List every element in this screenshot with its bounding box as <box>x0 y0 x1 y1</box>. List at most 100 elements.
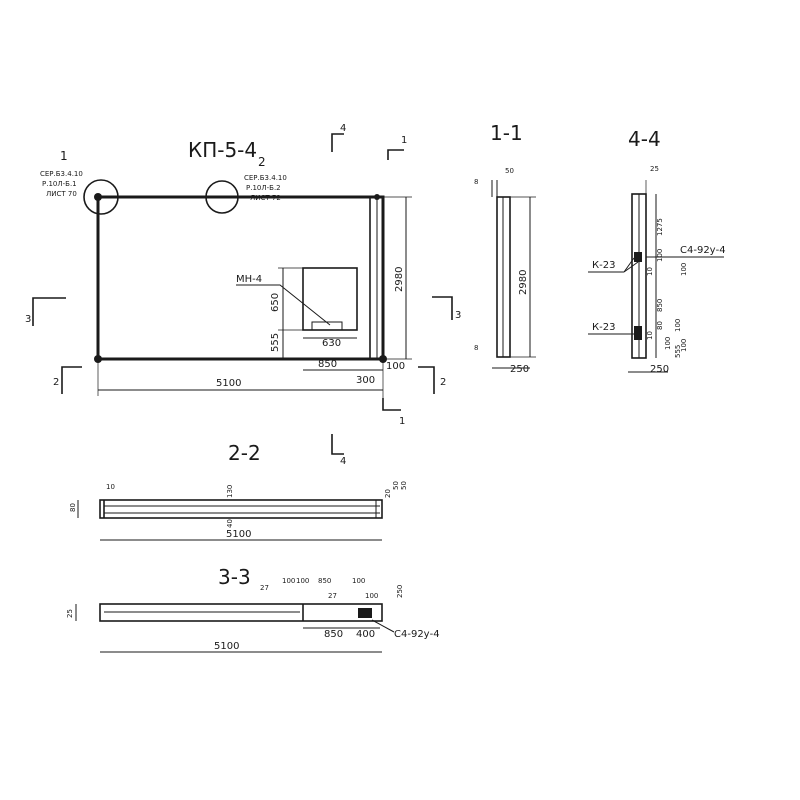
callout-1-ref-3: ЛИСТ 70 <box>46 190 77 198</box>
section-2-2-dim-left-side: 80 <box>69 503 77 512</box>
dim-300: 300 <box>356 375 375 386</box>
section-mark-3-right-num: 3 <box>455 310 461 321</box>
callout-2-circle <box>205 180 239 214</box>
section-mark-2-right <box>418 366 435 394</box>
section-3-3-dim-right: 250 <box>396 585 404 598</box>
section-4-4-dim-100a: 100 <box>656 249 664 262</box>
section-mark-4-bottom <box>331 434 344 455</box>
dim-2980: 2980 <box>394 267 405 292</box>
section-mark-1-bottom <box>382 398 401 411</box>
section-4-4-label-k23-bottom: К-23 <box>592 322 615 333</box>
section-3-3-body <box>99 603 383 622</box>
section-3-3-label-c4: С4-92у-4 <box>394 629 440 640</box>
section-4-4-dim-100d: 100 <box>664 337 672 350</box>
dim-630: 630 <box>322 338 341 349</box>
section-mark-3-left-num: 3 <box>25 314 31 325</box>
section-2-2-dim-mid-bottom: 40 <box>226 519 234 528</box>
corner-node-tl <box>94 193 102 201</box>
section-mark-3-right <box>432 296 453 320</box>
section-2-2-dim-right-c: 50 <box>400 481 408 490</box>
main-view-title: КП-5-4 <box>188 138 257 162</box>
section-4-4-dim-1275: 1275 <box>656 218 664 236</box>
section-2-2-dim-right-a: 20 <box>384 489 392 498</box>
section-2-2: 2-2 10 80 130 40 20 50 50 5100 <box>69 441 408 541</box>
section-4-4-dim-10a: 10 <box>646 267 654 276</box>
section-3-3-dim-850-top: 850 <box>318 577 331 585</box>
section-4-4-dim-width: 250 <box>650 364 669 375</box>
corner-node-tr <box>374 194 380 200</box>
section-3-3-dim-27b: 27 <box>328 592 337 600</box>
section-1-1-dim-bottom-small: 8 <box>474 344 478 352</box>
section-3-3-dim-400: 400 <box>356 629 375 640</box>
section-1-1-dim-top-small: 8 <box>474 178 478 186</box>
section-4-4-leader-k23-top-b <box>623 261 639 273</box>
section-4-4-leader-k23-top-a <box>623 257 635 273</box>
section-1-1-dim-top: 50 <box>505 167 514 175</box>
section-4-4-dim-10b: 10 <box>646 331 654 340</box>
section-3-3-dim-850: 850 <box>324 629 343 640</box>
section-2-2-body <box>99 499 383 519</box>
section-3-3-dim-length: 5100 <box>214 641 239 652</box>
section-mark-1-bottom-num: 1 <box>399 416 405 427</box>
panel-outline <box>96 195 385 361</box>
section-mark-4-top-num: 4 <box>340 123 346 134</box>
main-plan-view: КП-5-4 1 СЕР.Б3.4.10 Р.10Л-Б.1 ЛИСТ 70 2… <box>25 123 461 467</box>
section-3-3-dim-100d: 100 <box>365 592 378 600</box>
section-4-4-dim-850: 850 <box>656 299 664 312</box>
section-3-3-dim-100a: 100 <box>282 577 295 585</box>
section-4-4-dim-100e: 100 <box>680 339 688 352</box>
callout-2-ref-3: ЛИСТ 72 <box>250 194 281 202</box>
callout-1-circle <box>83 179 119 215</box>
section-4-4-dim-top: 25 <box>650 165 659 173</box>
section-4-4-label-k23-top: К-23 <box>592 260 615 271</box>
section-4-4-label-c4: С4-92у-4 <box>680 245 726 256</box>
section-3-3-insert <box>358 608 372 618</box>
section-3-3-leader-c4 <box>371 619 395 633</box>
section-mark-3-left <box>32 297 66 326</box>
embedded-plate <box>302 267 358 331</box>
section-3-3-dim-100c: 100 <box>352 577 365 585</box>
section-mark-2-left <box>61 366 82 394</box>
section-mark-4-bottom-num: 4 <box>340 456 346 467</box>
section-2-2-dim-right-b: 50 <box>392 481 400 490</box>
section-4-4-insert-bottom <box>634 326 642 340</box>
section-4-4-dim-555: 555 <box>674 345 682 358</box>
dim-100: 100 <box>386 361 405 372</box>
section-3-3: 3-3 25 27 100 100 850 100 27 100 250 850… <box>66 565 440 653</box>
section-1-1-title: 1-1 <box>490 121 523 145</box>
section-4-4-insert-top <box>634 252 642 262</box>
dim-5100: 5100 <box>216 378 241 389</box>
section-mark-1-top <box>387 149 404 160</box>
section-4-4-dim-100b: 100 <box>680 263 688 276</box>
section-3-3-dim-100b: 100 <box>296 577 309 585</box>
callout-2-ref-2: Р.10Л-Б.2 <box>246 184 281 192</box>
dim-555: 555 <box>270 333 281 352</box>
section-2-2-dim-mid-top: 130 <box>226 485 234 498</box>
section-2-2-dim-length: 5100 <box>226 529 251 540</box>
callout-2-ref-1: СЕР.Б3.4.10 <box>244 174 287 182</box>
section-3-3-dim-27a: 27 <box>260 584 269 592</box>
section-4-4-title: 4-4 <box>628 127 661 151</box>
section-mark-2-left-num: 2 <box>53 377 59 388</box>
section-1-1-dim-width: 250 <box>510 364 529 375</box>
section-4-4: 4-4 25 1275 100 100 10 850 100 10 80 100… <box>588 127 726 375</box>
section-1-1-dim-height: 2980 <box>518 270 529 295</box>
callout-1-ref-2: Р.10Л-Б.1 <box>42 180 77 188</box>
callout-1-number: 1 <box>60 149 68 163</box>
section-2-2-dim-left-top: 10 <box>106 483 115 491</box>
dim-650: 650 <box>270 293 281 312</box>
callout-2-number: 2 <box>258 155 266 169</box>
dim-850: 850 <box>318 359 337 370</box>
section-mark-1-top-num: 1 <box>401 135 407 146</box>
section-mark-2-right-num: 2 <box>440 377 446 388</box>
section-1-1: 1-1 8 50 2980 8 250 <box>474 121 536 375</box>
section-4-4-dim-80: 80 <box>656 321 664 330</box>
embedded-leader <box>236 284 331 326</box>
section-3-3-title: 3-3 <box>218 565 251 589</box>
section-4-4-dim-100c: 100 <box>674 319 682 332</box>
section-3-3-dim-side: 25 <box>66 609 74 618</box>
callout-1-ref-1: СЕР.Б3.4.10 <box>40 170 83 178</box>
section-2-2-title: 2-2 <box>228 441 261 465</box>
embedded-plate-label: МН-4 <box>236 274 262 285</box>
